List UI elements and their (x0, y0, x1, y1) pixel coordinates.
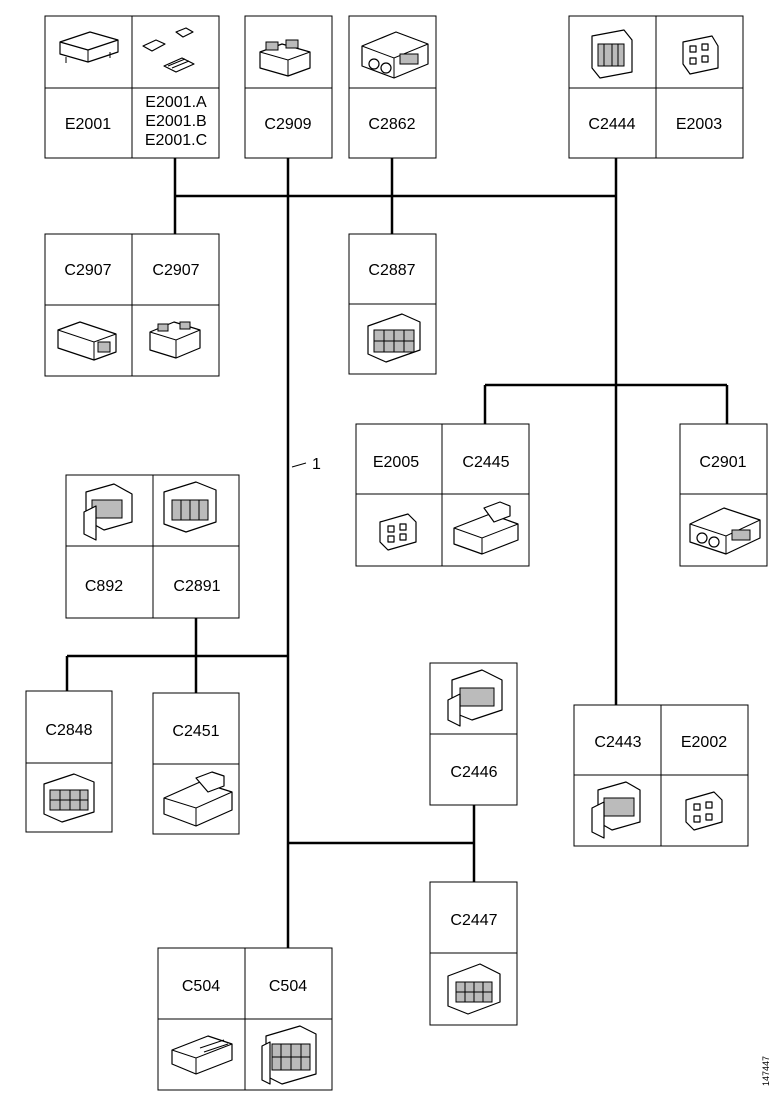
connector-box-c2848[interactable]: C2848 (25, 690, 113, 833)
figure-reference-number: 147447 (761, 1056, 771, 1086)
connector-housing-icon (59, 31, 119, 63)
label-e2001-a: E2001.A (145, 94, 207, 111)
label-c2443: C2443 (594, 734, 641, 751)
label-c2445: C2445 (462, 454, 509, 471)
connector-box-c2447[interactable]: C2447 (429, 881, 518, 1026)
label-c2907-a: C2907 (64, 262, 111, 279)
connector-box-c2901[interactable]: C2901 (679, 423, 768, 567)
multi-pin-connector-icon (163, 481, 217, 533)
connector-housing-icon (259, 39, 311, 77)
label-c2901: C2901 (699, 454, 746, 471)
label-e2001-b: E2001.B (145, 113, 206, 130)
label-c2907-b: C2907 (152, 262, 199, 279)
cell-frame (25, 690, 113, 833)
label-c892: C892 (85, 578, 123, 595)
connector-housing-icon (149, 321, 201, 359)
label-c2447: C2447 (450, 912, 497, 929)
connector-box-c2907[interactable]: C2907 C2907 (44, 233, 220, 377)
label-e2001: E2001 (65, 116, 111, 133)
multi-pin-connector-icon (261, 1025, 317, 1085)
connector-housing-icon (57, 321, 117, 361)
connector-box-c2909[interactable]: C2909 (244, 15, 333, 159)
connector-housing-icon (163, 771, 233, 827)
cell-frame (244, 15, 333, 159)
label-c2444: C2444 (588, 116, 635, 133)
label-c2891: C2891 (173, 578, 220, 595)
label-c2446: C2446 (450, 764, 497, 781)
connector-box-c504[interactable]: C504 C504 (157, 947, 333, 1091)
connector-box-c2446[interactable]: C2446 (429, 662, 518, 806)
label-e2003: E2003 (676, 116, 722, 133)
connector-box-e2005-c2445[interactable]: E2005 C2445 (355, 423, 530, 567)
multi-pin-connector-icon (83, 483, 133, 541)
label-e2002: E2002 (681, 734, 727, 751)
label-c2887: C2887 (368, 262, 415, 279)
connector-box-c2443-e2002[interactable]: C2443 E2002 (573, 704, 749, 847)
label-e2001-c: E2001.C (145, 132, 207, 149)
connector-box-e2001[interactable]: E2001 E2001.A E2001.B E2001.C (44, 15, 220, 159)
multi-pin-connector-icon (591, 781, 641, 839)
multi-pin-connector-icon (367, 313, 421, 363)
label-c2862: C2862 (368, 116, 415, 133)
connector-box-c2862[interactable]: C2862 (348, 15, 437, 159)
multi-pin-connector-icon (591, 29, 633, 79)
callout-leader-line (291, 462, 307, 468)
connector-box-c2887[interactable]: C2887 (348, 233, 437, 375)
connector-box-c2444-e2003[interactable]: C2444 E2003 (568, 15, 744, 159)
connector-housing-icon (171, 1035, 233, 1075)
socket-icon (682, 35, 719, 75)
multi-pin-connector-icon (361, 31, 429, 79)
multi-pin-connector-icon (447, 963, 501, 1015)
socket-icon (685, 791, 723, 831)
callout-number: 1 (312, 456, 321, 473)
connector-box-c892-c2891[interactable]: C892 C2891 (65, 474, 240, 619)
label-c504-b: C504 (269, 978, 307, 995)
harness-wires (65, 158, 729, 948)
multi-pin-connector-icon (43, 773, 95, 823)
label-e2005: E2005 (373, 454, 419, 471)
connector-box-c2451[interactable]: C2451 (152, 692, 240, 835)
multi-pin-connector-icon (689, 507, 761, 555)
label-c2848: C2848 (45, 722, 92, 739)
label-c504-a: C504 (182, 978, 220, 995)
label-c2909: C2909 (264, 116, 311, 133)
label-c2451: C2451 (172, 723, 219, 740)
terminal-clip-icon (142, 27, 195, 73)
connector-housing-icon (453, 501, 519, 555)
socket-icon (379, 513, 417, 551)
multi-pin-connector-icon (447, 669, 503, 727)
harness-callout: 1 (291, 456, 321, 473)
